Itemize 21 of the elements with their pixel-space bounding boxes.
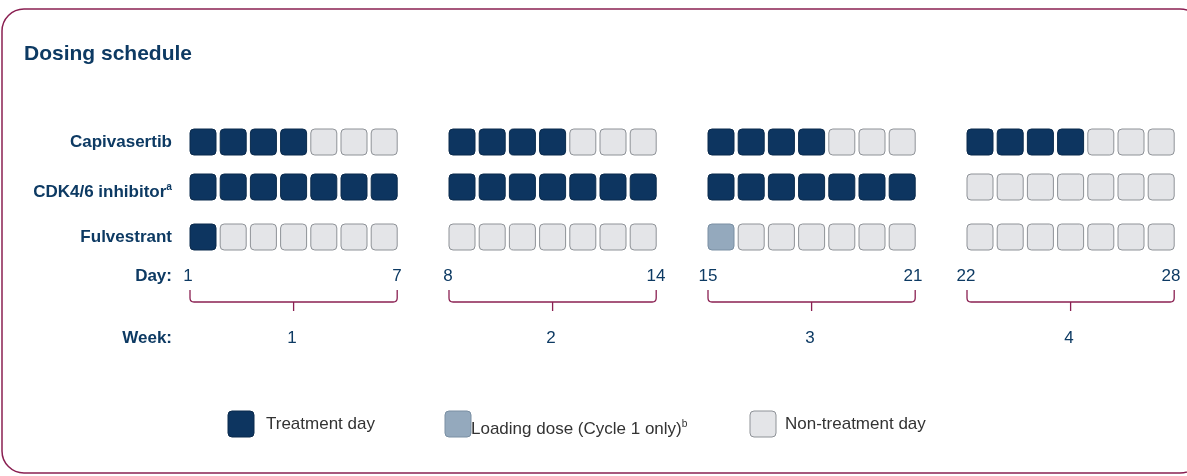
axis-label: Day: bbox=[135, 266, 172, 286]
title: Dosing schedule bbox=[24, 41, 193, 65]
day-number: 15 bbox=[698, 266, 718, 286]
day-number: 7 bbox=[392, 266, 402, 286]
legend-label: Treatment day bbox=[266, 414, 375, 434]
day-number: 22 bbox=[956, 266, 976, 286]
row-label: Fulvestrant bbox=[80, 227, 172, 247]
day-number: 8 bbox=[443, 266, 453, 286]
day-number: 21 bbox=[903, 266, 923, 286]
day-number: 28 bbox=[1161, 266, 1181, 286]
week-number: 3 bbox=[805, 328, 815, 348]
week-number: 1 bbox=[287, 328, 297, 348]
axis-label: Week: bbox=[122, 328, 172, 348]
legend-label: Loading dose (Cycle 1 only)$^{b}$ bbox=[471, 417, 688, 439]
row-label: Capivasertib bbox=[69, 132, 172, 152]
day-number: 1 bbox=[183, 266, 193, 286]
row-label: CDK4/6 inhibitor$^{a}$ bbox=[33, 180, 172, 202]
week-number: 4 bbox=[1064, 328, 1074, 348]
legend-label: Non-treatment day bbox=[785, 414, 926, 434]
day-number: 14 bbox=[646, 266, 666, 286]
week-number: 2 bbox=[546, 328, 556, 348]
